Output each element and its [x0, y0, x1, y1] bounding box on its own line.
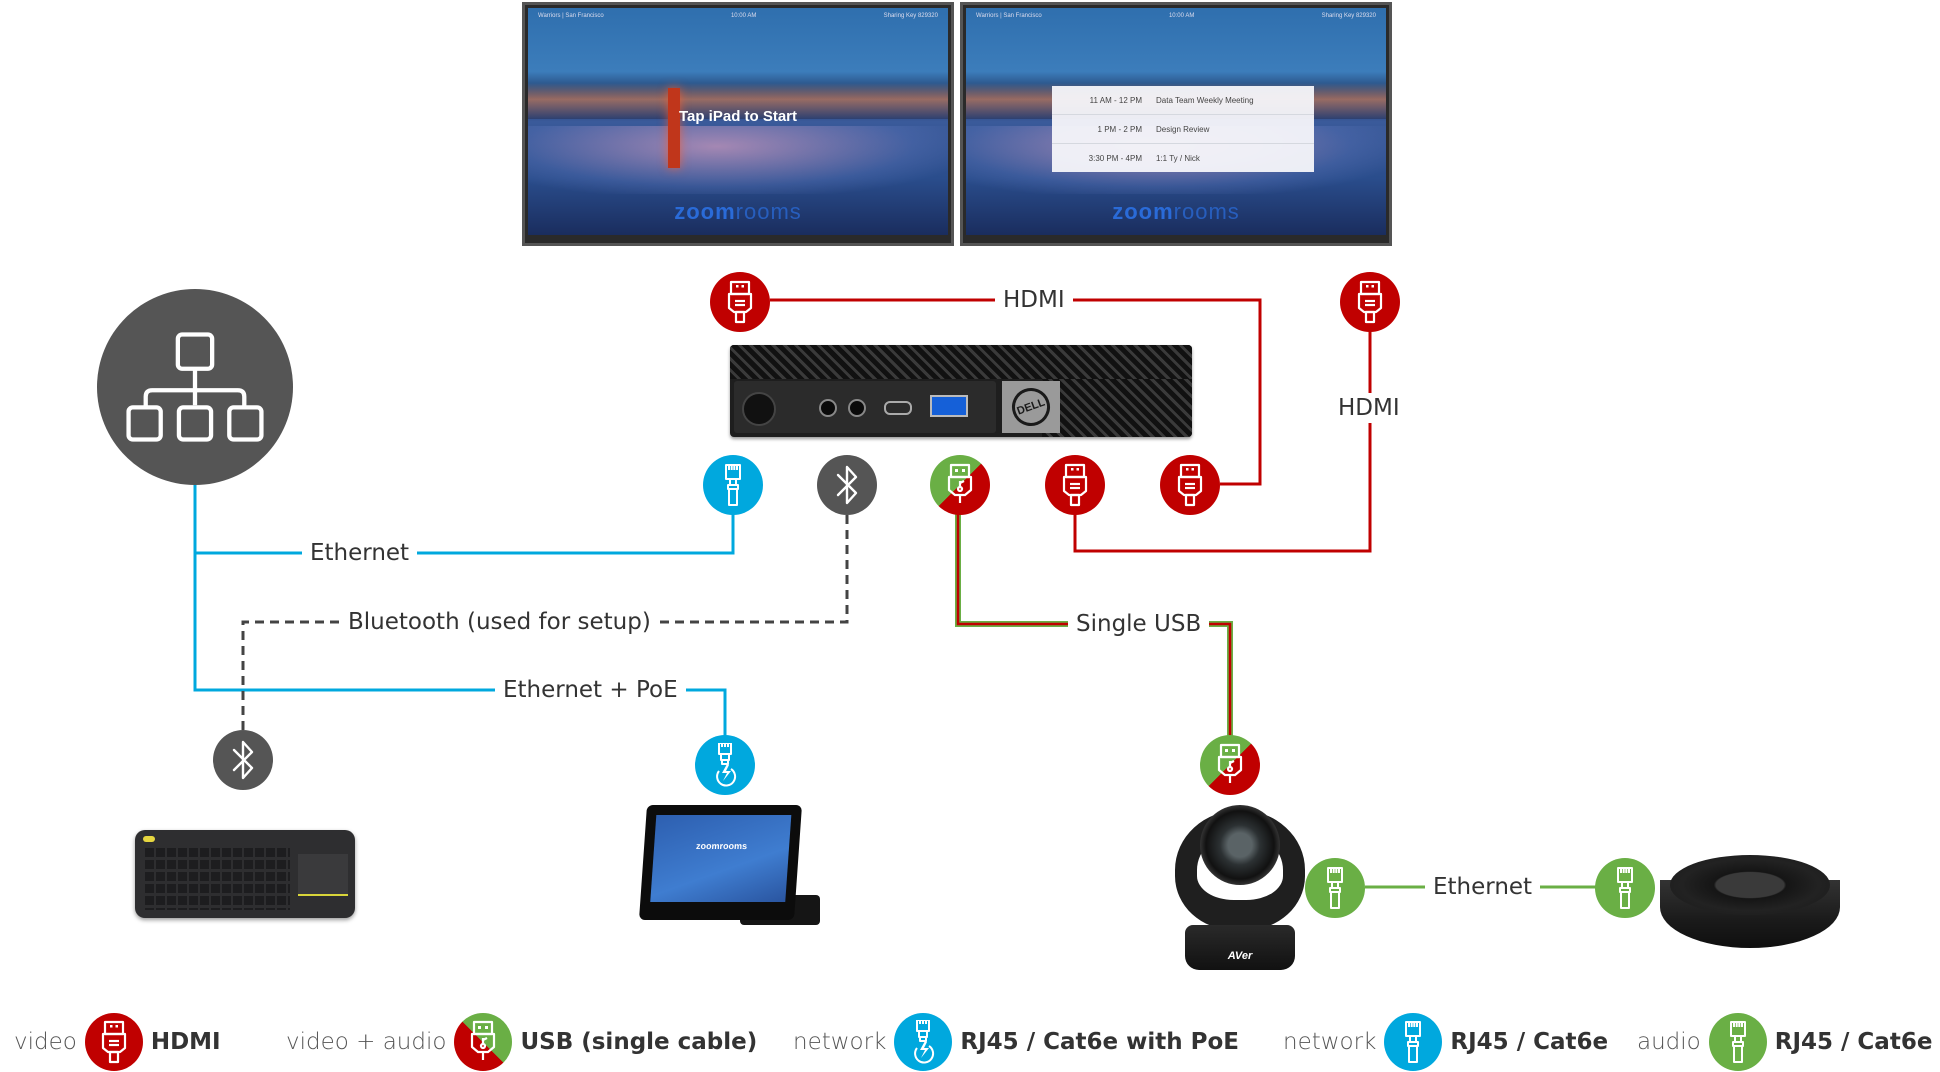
speakerphone — [1660, 855, 1840, 950]
meeting-list: 11 AM - 12 PM Data Team Weekly Meeting 1… — [1052, 86, 1314, 172]
audio-ethernet-label: Ethernet — [1425, 872, 1541, 902]
ethernet-label: Ethernet — [302, 538, 418, 568]
hdmi-label-top: HDMI — [995, 285, 1073, 315]
usb-c-port — [884, 401, 912, 415]
legend-item-usb: video + audio USB (single cable) — [286, 1012, 757, 1072]
legend-item-rj45-audio: audio RJ45 / Cat6e — [1637, 1012, 1932, 1072]
camera-brand-logo: AVer — [1227, 950, 1253, 962]
legend-item-rj45-poe: network RJ45 / Cat6e with PoE — [793, 1012, 1239, 1072]
hdmi-label-right: HDMI — [1330, 393, 1408, 423]
display-clock: 10:00 AM — [730, 13, 757, 19]
usb-icon — [1217, 743, 1243, 785]
hdmi-icon — [1177, 463, 1203, 507]
zoomrooms-logo: zoomrooms — [674, 199, 802, 224]
rj45-icon — [1708, 1013, 1767, 1071]
front-panel — [734, 381, 996, 433]
bluetooth-icon — [232, 740, 254, 780]
hdmi-connector-left-display — [710, 272, 770, 332]
network-switch — [97, 289, 293, 485]
right-display: Warriors | San Francisco 10:00 AM Sharin… — [960, 2, 1392, 246]
dell-optiplex-computer: DELL — [730, 345, 1192, 437]
meeting-item: 1 PM - 2 PM Design Review — [1052, 115, 1314, 144]
ptz-camera: AVer — [1175, 805, 1305, 970]
hdmi-connector-right-display — [1340, 272, 1400, 332]
rj45-icon — [1617, 867, 1633, 909]
bluetooth-icon — [836, 465, 858, 505]
usb-a-port — [930, 395, 968, 417]
wireless-keyboard — [135, 830, 355, 918]
usb-icon — [454, 1013, 513, 1071]
power-button — [742, 392, 776, 426]
hdmi-icon — [1062, 463, 1088, 507]
pc-ethernet-connector — [703, 455, 763, 515]
camera-ethernet-connector — [1305, 858, 1365, 918]
camera-usb-connector — [1200, 735, 1260, 795]
legend-item-rj45-network: network RJ45 / Cat6e — [1283, 1012, 1608, 1072]
tablet-poe-connector — [695, 735, 755, 795]
line-out-jack — [848, 399, 866, 417]
display-clock: 10:00 AM — [1168, 13, 1195, 19]
single-usb-label: Single USB — [1068, 609, 1210, 639]
right-display-screen: Warriors | San Francisco 10:00 AM Sharin… — [966, 8, 1386, 235]
zoomrooms-logo: zoomrooms — [1112, 199, 1240, 224]
meeting-item: 3:30 PM - 4PM 1:1 Ty / Nick — [1088, 153, 1200, 163]
ethernet-wire-pc — [195, 512, 735, 555]
hdmi-wire-right-display — [1073, 330, 1372, 553]
rj45-poe-icon — [894, 1013, 953, 1071]
legend-item-hdmi: video HDMI — [14, 1012, 221, 1072]
hdmi-icon — [1357, 280, 1383, 324]
pc-hdmi-connector-1 — [1045, 455, 1105, 515]
usb-icon — [947, 463, 973, 505]
keyboard-trackpad — [298, 854, 348, 896]
hdmi-icon — [84, 1013, 143, 1071]
rj45-icon — [725, 464, 741, 506]
camera-lens — [1200, 805, 1280, 885]
display-sharing-key: Sharing Key 829320 — [1321, 13, 1376, 19]
pc-bluetooth-connector — [817, 455, 877, 515]
dell-logo: DELL — [1002, 381, 1060, 433]
headset-jack — [819, 399, 837, 417]
keyboard-bluetooth-connector — [213, 730, 273, 790]
display-room-name: Warriors | San Francisco — [538, 13, 604, 19]
network-hierarchy-icon — [120, 327, 270, 447]
rj45-icon — [1384, 1013, 1443, 1071]
ethernet-wire — [193, 480, 727, 740]
speaker-ethernet-connector — [1595, 858, 1655, 918]
meeting-item: 11 AM - 12 PM Data Team Weekly Meeting — [1052, 86, 1314, 115]
rj45-icon — [1327, 867, 1343, 909]
display-room-name: Warriors | San Francisco — [976, 13, 1042, 19]
hdmi-icon — [727, 280, 753, 324]
tap-to-start-message: Tap iPad to Start — [678, 107, 798, 125]
ethernet-poe-label: Ethernet + PoE — [495, 675, 686, 705]
rj45-poe-icon — [716, 743, 737, 787]
display-sharing-key: Sharing Key 829320 — [883, 13, 938, 19]
left-display: Warriors | San Francisco 10:00 AM Sharin… — [522, 2, 954, 246]
left-display-screen: Warriors | San Francisco 10:00 AM Sharin… — [528, 8, 948, 235]
pc-usb-connector — [930, 455, 990, 515]
bluetooth-label: Bluetooth (used for setup) — [340, 607, 659, 637]
zoom-rooms-controller-tablet: zoomrooms — [638, 805, 803, 920]
pc-hdmi-connector-2 — [1160, 455, 1220, 515]
